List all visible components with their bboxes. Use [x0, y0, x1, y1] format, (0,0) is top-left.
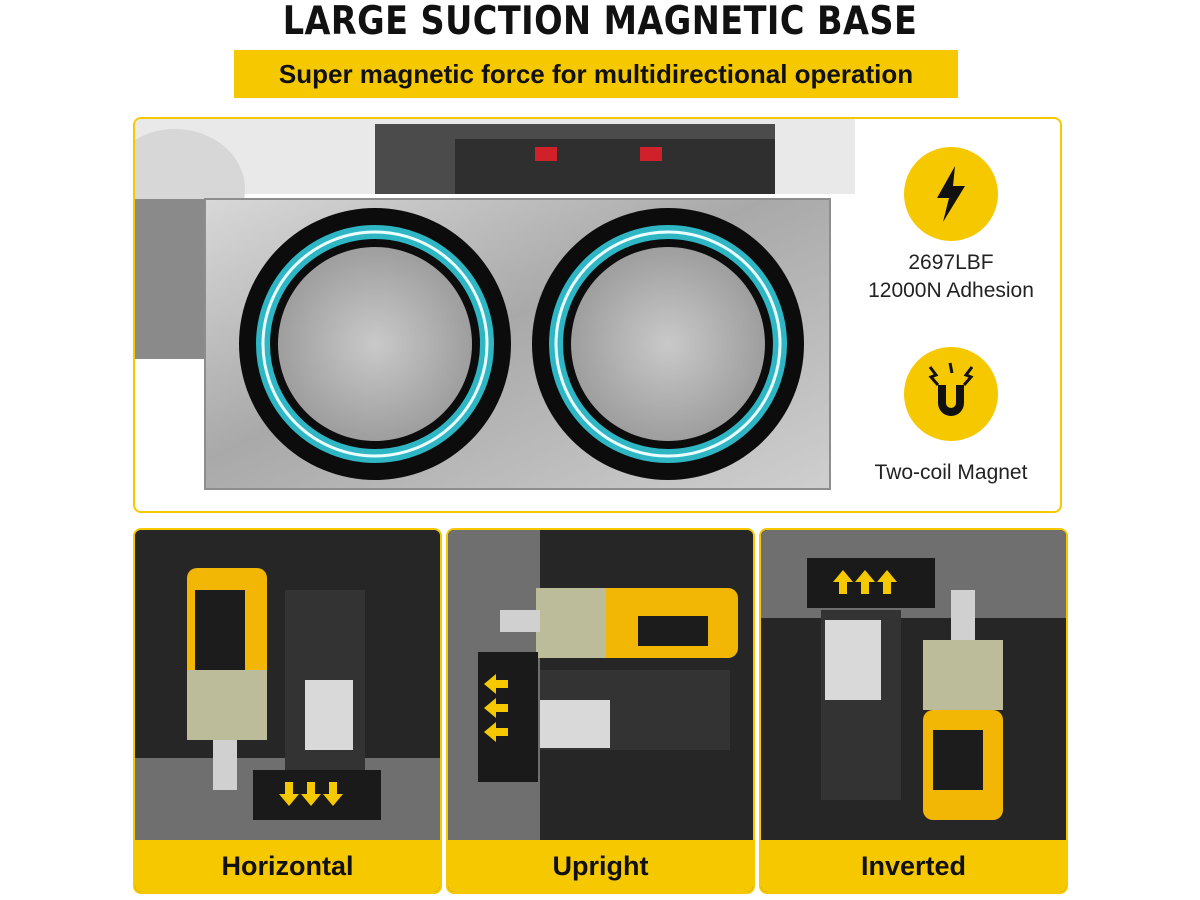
magnet-base	[478, 652, 538, 782]
caption-bar	[448, 840, 753, 892]
subtitle-text: Super magnetic force for multidirectiona…	[278, 59, 914, 89]
two-coil-label: Two-coil Magnet	[874, 461, 1028, 484]
right-magnet-coil	[532, 208, 804, 480]
magnet-icon	[904, 347, 998, 441]
drill-gearbox	[923, 640, 1003, 710]
inverted-scene	[761, 530, 1066, 840]
label-plate	[305, 680, 353, 750]
red-switch	[640, 147, 662, 161]
drill-bit	[500, 610, 540, 632]
mode-panel-horizontal: Horizontal	[133, 528, 442, 894]
magnet-base	[807, 558, 935, 608]
feature-two-coil: Two-coil Magnet	[851, 347, 1051, 487]
label-plate	[540, 700, 610, 748]
page-title: LARGE SUCTION MAGNETIC BASE	[282, 0, 918, 44]
drill-gearbox	[536, 588, 606, 658]
adhesion-lbf: 2697LBF	[908, 251, 994, 274]
mode-label-horizontal: Horizontal	[221, 851, 354, 881]
caption-bar	[761, 840, 1066, 892]
upright-scene	[448, 530, 753, 840]
mode-panel-inverted: Inverted	[759, 528, 1068, 894]
label-plate	[825, 620, 881, 700]
control-plate	[455, 139, 775, 194]
horizontal-scene	[135, 530, 440, 840]
mode-label-upright: Upright	[552, 851, 649, 881]
arrow-down-icon	[279, 782, 343, 806]
lightning-bolt-icon	[904, 147, 998, 241]
drill-chuck	[135, 199, 205, 359]
left-magnet-coil	[239, 208, 511, 480]
red-switch	[535, 147, 557, 161]
mode-panel-upright: Upright	[446, 528, 755, 894]
subtitle-banner	[234, 50, 958, 98]
feature-adhesion: 2697LBF 12000N Adhesion	[851, 147, 1051, 305]
drill-gearbox	[187, 670, 267, 740]
mode-label-inverted: Inverted	[860, 851, 967, 881]
adhesion-newtons: 12000N Adhesion	[868, 279, 1034, 302]
arrow-up-icon	[833, 570, 897, 594]
arrow-left-icon	[484, 674, 508, 742]
caption-bar	[135, 840, 440, 892]
magnetic-base-illustration	[135, 119, 855, 490]
magnetic-base-panel: 2697LBF 12000N Adhesion Two-coil Magnet	[133, 117, 1062, 513]
drill-bit	[213, 740, 237, 790]
drill-bit	[951, 590, 975, 640]
